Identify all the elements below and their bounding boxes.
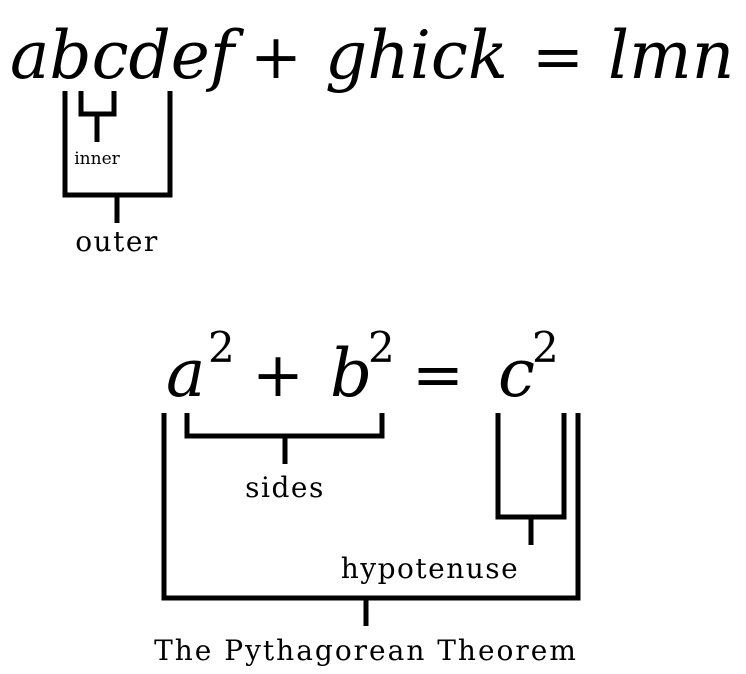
eq2-term-a: a — [166, 335, 205, 412]
eq1-term-abcdef: abcdef — [10, 17, 245, 94]
eq2-term-b: b — [330, 335, 372, 412]
eq2-exponent-c: 2 — [532, 323, 559, 372]
theorem-bracket — [161, 413, 581, 626]
eq2-exponent-a: 2 — [208, 323, 235, 372]
eq2-plus-sign: + — [252, 338, 304, 411]
inner-bracket — [78, 91, 117, 142]
outer-label: outer — [75, 225, 159, 258]
outer-bracket — [62, 91, 173, 223]
sides-label: sides — [245, 471, 325, 504]
equation-2: a 2 + b 2 = c 2 — [166, 323, 559, 412]
equation-1: abcdef + ghick = lmn — [10, 17, 734, 94]
hypotenuse-label: hypotenuse — [341, 552, 519, 585]
eq1-term-lmn: lmn — [608, 17, 734, 94]
inner-label: inner — [74, 149, 120, 169]
eq2-exponent-b: 2 — [368, 323, 395, 372]
hypotenuse-bracket — [495, 413, 567, 545]
eq1-plus-sign: + — [250, 20, 302, 93]
theorem-label: The Pythagorean Theorem — [154, 634, 578, 667]
eq2-term-c: c — [498, 335, 535, 412]
eq2-equals-sign: = — [412, 338, 464, 411]
eq1-term-ghick: ghick — [325, 17, 508, 94]
eq1-equals-sign: = — [532, 20, 584, 93]
sides-bracket — [184, 413, 385, 464]
